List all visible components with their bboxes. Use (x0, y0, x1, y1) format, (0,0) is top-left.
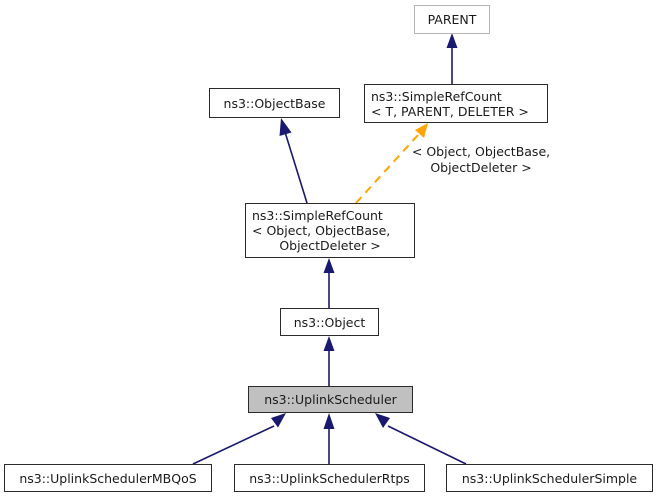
node-objectbase[interactable]: ns3::ObjectBase (209, 88, 340, 118)
node-uplinkscheduler-line-0: ns3::UplinkScheduler (264, 392, 397, 407)
node-simplerefcount-object-line-2: ObjectDeleter > (279, 238, 381, 253)
node-objectbase-line-0: ns3::ObjectBase (223, 95, 326, 111)
edge-object-to-simplerefcount-object (323, 258, 335, 308)
edge-simplerefcount-object-to-objectbase (279, 118, 308, 204)
node-uplinkscheduler[interactable]: ns3::UplinkScheduler (248, 386, 413, 413)
template-args-label-line-0: < Object, ObjectBase, (411, 144, 551, 159)
node-simplerefcount-generic[interactable]: ns3::SimpleRefCount < T, PARENT, DELETER… (364, 84, 548, 123)
node-object[interactable]: ns3::Object (280, 308, 379, 336)
node-simplerefcount-object-line-1: < Object, ObjectBase, (252, 223, 391, 238)
template-args-label: < Object, ObjectBase, ObjectDeleter > (401, 144, 561, 176)
node-simplerefcount-generic-line-1: < T, PARENT, DELETER > (371, 103, 529, 119)
node-uplinkscheduler-mbqos-line-0: ns3::UplinkSchedulerMBQoS (19, 470, 197, 486)
node-object-line-0: ns3::Object (293, 314, 366, 330)
node-parent-line-0: PARENT (427, 12, 477, 27)
node-uplinkscheduler-rtps-line-0: ns3::UplinkSchedulerRtps (249, 470, 410, 486)
node-uplinkscheduler-simple-line-0: ns3::UplinkSchedulerSimple (461, 470, 638, 486)
node-uplinkscheduler-rtps[interactable]: ns3::UplinkSchedulerRtps (234, 464, 425, 492)
edge-mbqos-to-uplinkscheduler (192, 413, 286, 465)
template-args-label-line-1: ObjectDeleter > (430, 160, 532, 175)
edge-simple-to-uplinkscheduler (375, 413, 467, 465)
node-uplinkscheduler-mbqos[interactable]: ns3::UplinkSchedulerMBQoS (4, 464, 212, 492)
node-simplerefcount-object[interactable]: ns3::SimpleRefCount < Object, ObjectBase… (245, 203, 415, 258)
node-simplerefcount-object-line-0: ns3::SimpleRefCount (252, 208, 383, 223)
node-simplerefcount-generic-line-0: ns3::SimpleRefCount (371, 88, 502, 104)
edge-rtps-to-uplinkscheduler (323, 413, 335, 464)
edge-simplerefcount-generic-to-parent (446, 33, 458, 84)
edge-uplinkscheduler-to-object (323, 336, 335, 386)
node-uplinkscheduler-simple[interactable]: ns3::UplinkSchedulerSimple (446, 464, 653, 492)
node-parent[interactable]: PARENT (414, 5, 490, 34)
